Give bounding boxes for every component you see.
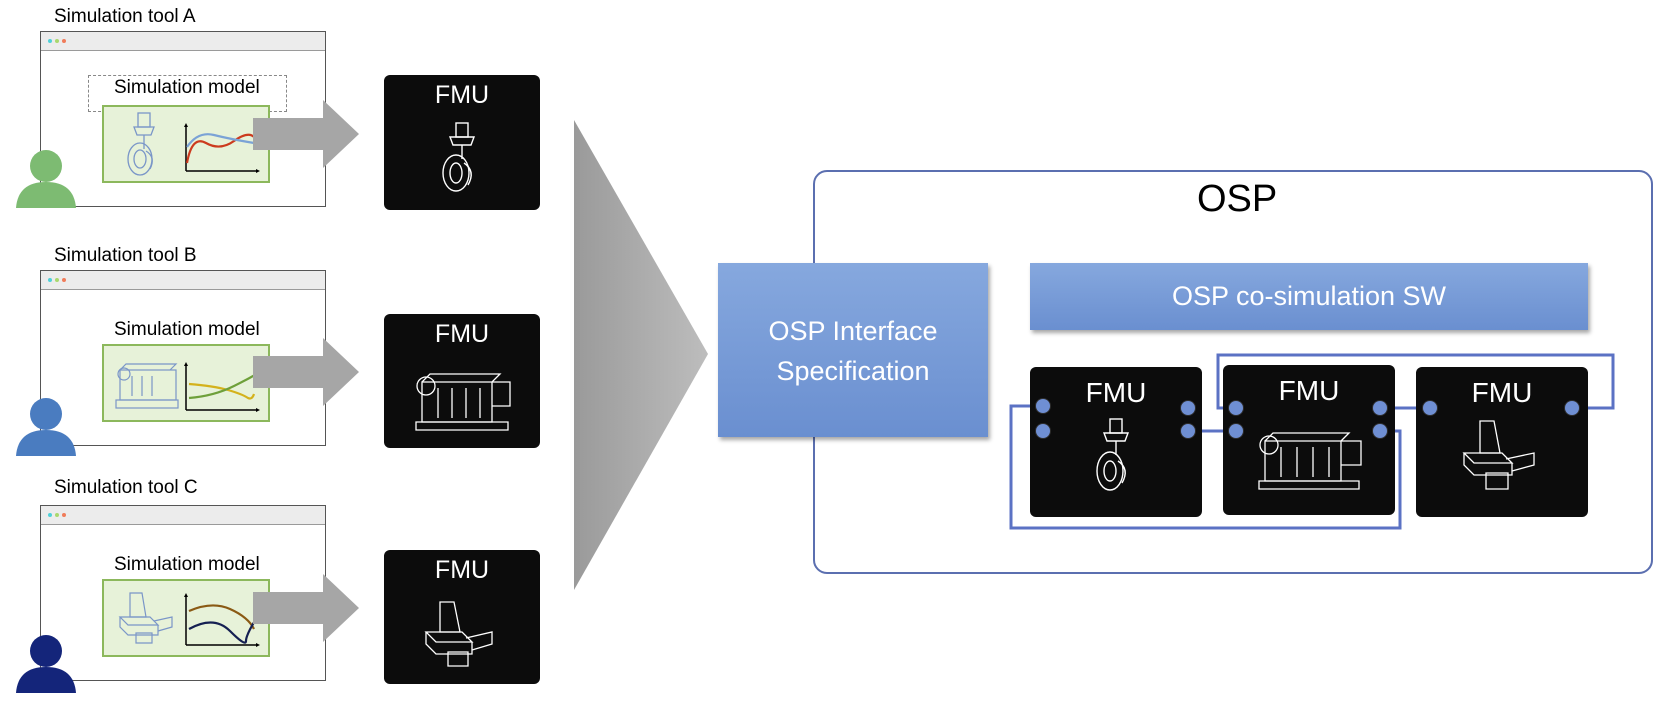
- tool-a-arrow: [253, 100, 359, 168]
- fmu-port: [1229, 401, 1243, 415]
- fmu-card-a: FMU: [384, 75, 540, 210]
- osp-title: OSP: [1197, 178, 1278, 220]
- connection-line: [1216, 353, 1615, 410]
- tool-a-chart-icon: [184, 123, 260, 173]
- fmu-port: [1229, 424, 1243, 438]
- fmu-label: FMU: [1085, 377, 1147, 408]
- osp-interface-specification: OSP Interface Specification: [718, 263, 988, 437]
- engine-icon: [415, 373, 511, 431]
- osp-fmu-card-3: FMU: [1416, 367, 1588, 517]
- osp-cosimulation-sw: OSP co-simulation SW: [1030, 263, 1588, 330]
- window-dot-icon: [55, 278, 59, 282]
- user-a-icon: [16, 150, 76, 208]
- converge-arrow: [574, 120, 708, 590]
- osp-fmu-card-2: FMU: [1223, 365, 1395, 515]
- fmu-card-b: FMU: [384, 314, 540, 448]
- tool-c-title: Simulation tool C: [54, 477, 198, 498]
- window-dot-icon: [55, 513, 59, 517]
- tool-c-model-label: Simulation model: [114, 554, 260, 575]
- tool-b-arrow: [253, 338, 359, 406]
- fmu-port: [1181, 424, 1195, 438]
- tool-b-window: Simulation model: [40, 270, 326, 446]
- tool-b-title: Simulation tool B: [54, 245, 197, 266]
- thruster-icon: [127, 112, 155, 176]
- fmu-port: [1036, 424, 1050, 438]
- fmu-port: [1565, 401, 1579, 415]
- crane-icon: [1462, 420, 1535, 490]
- window-titlebar: [41, 271, 325, 290]
- thruster-icon: [442, 122, 476, 192]
- osp-interface-line-1: OSP Interface: [768, 316, 938, 346]
- tool-c-chart-icon: [184, 593, 260, 647]
- tool-a-title: Simulation tool A: [54, 6, 196, 27]
- fmu-label: FMU: [434, 320, 490, 348]
- crane-icon: [424, 601, 493, 667]
- window-dot-icon: [48, 513, 52, 517]
- window-dot-icon: [48, 278, 52, 282]
- crane-icon: [118, 592, 173, 644]
- window-titlebar: [41, 506, 325, 525]
- tool-b-model-label: Simulation model: [114, 319, 260, 340]
- fmu-label: FMU: [434, 556, 490, 584]
- fmu-label: FMU: [1471, 377, 1533, 408]
- tool-c-model-box: [102, 579, 270, 657]
- tool-c-arrow: [253, 574, 359, 642]
- fmu-label: FMU: [1278, 375, 1340, 406]
- tool-b-model-box: [102, 344, 270, 422]
- engine-icon: [115, 363, 179, 409]
- tool-a-model-label: Simulation model: [114, 77, 260, 98]
- fmu-port: [1423, 401, 1437, 415]
- thruster-icon: [1096, 418, 1130, 491]
- window-titlebar: [41, 32, 325, 51]
- connection-line: [1009, 404, 1402, 530]
- osp-fmu-card-1: FMU: [1030, 367, 1202, 517]
- fmu-port: [1373, 401, 1387, 415]
- window-dot-icon: [62, 278, 66, 282]
- window-dot-icon: [55, 39, 59, 43]
- window-dot-icon: [62, 513, 66, 517]
- fmu-label: FMU: [434, 81, 490, 109]
- osp-interface-line-2: Specification: [776, 356, 930, 386]
- window-dot-icon: [48, 39, 52, 43]
- engine-icon: [1258, 432, 1362, 490]
- window-dot-icon: [62, 39, 66, 43]
- user-b-icon: [16, 398, 76, 456]
- user-c-icon: [16, 635, 76, 693]
- tool-a-model-box: [102, 105, 270, 183]
- fmu-port: [1036, 399, 1050, 413]
- fmu-card-c: FMU: [384, 550, 540, 684]
- fmu-port: [1373, 424, 1387, 438]
- fmu-port: [1181, 401, 1195, 415]
